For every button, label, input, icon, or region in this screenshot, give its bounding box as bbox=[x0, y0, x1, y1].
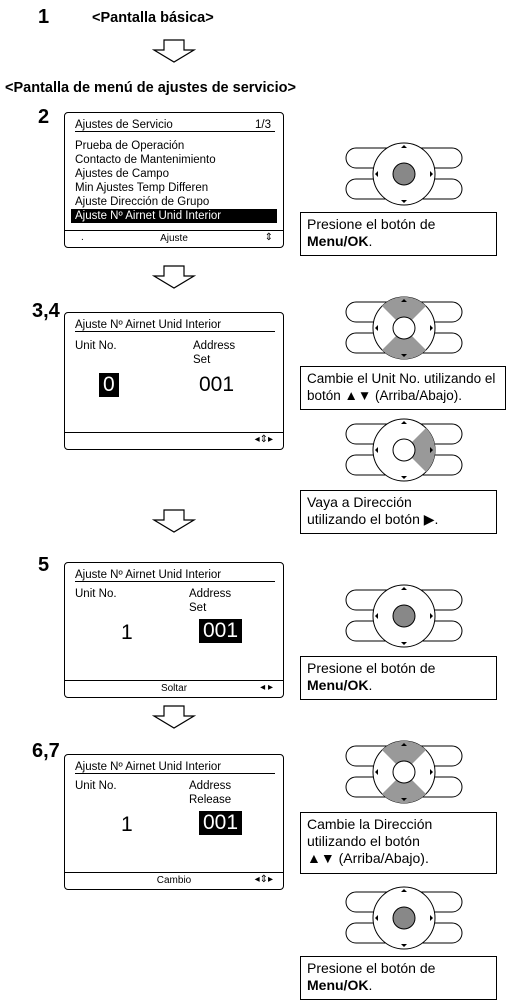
lcd-airnet-address-step34: Ajuste Nº Airnet Unid Interior Unit No. … bbox=[64, 312, 284, 450]
unit-no-value[interactable]: 1 bbox=[121, 621, 133, 644]
note-line2: utilizando el botón ▶. bbox=[307, 511, 439, 527]
note-bold: Menu/OK bbox=[307, 233, 369, 249]
mode-label: Set bbox=[189, 602, 207, 614]
remote-buttons-icon bbox=[345, 886, 463, 950]
menu-item-group-address[interactable]: Ajuste Dirección de Grupo bbox=[75, 196, 210, 208]
note-bold: Menu/OK bbox=[307, 677, 369, 693]
down-arrow-3 bbox=[153, 509, 195, 533]
left-right-arrow-icon: ◂ ▸ bbox=[260, 682, 273, 693]
footer-label: Ajuste bbox=[160, 233, 188, 244]
remote-buttons-updown-icon bbox=[345, 296, 463, 360]
note-suffix: . bbox=[368, 233, 373, 249]
four-way-arrow-icon: ◂⇕▸ bbox=[254, 434, 273, 445]
lcd-footer: Cambio ◂⇕▸ bbox=[65, 872, 283, 889]
address-label: Address bbox=[189, 780, 232, 792]
lcd-footer: Soltar ◂ ▸ bbox=[65, 680, 283, 697]
remote-buttons-icon bbox=[345, 584, 463, 648]
lcd-title: Ajuste Nº Airnet Unid Interior bbox=[75, 319, 275, 332]
lcd-title-text: Ajustes de Servicio bbox=[75, 119, 173, 131]
footer-label: Cambio bbox=[156, 875, 192, 886]
menu-item-maintenance-contact[interactable]: Contacto de Mantenimiento bbox=[75, 154, 216, 166]
address-value[interactable]: 001 bbox=[199, 619, 243, 643]
note-text: Presione el botón de bbox=[307, 960, 436, 976]
instruction-note-step3: Cambie el Unit No. utilizando el botón ▲… bbox=[300, 366, 506, 410]
instruction-note-step6: Cambie la Dirección utilizando el botón … bbox=[300, 812, 497, 874]
unit-no-label: Unit No. bbox=[75, 780, 117, 792]
step-number-2: 2 bbox=[38, 106, 50, 128]
service-menu-header: <Pantalla de menú de ajustes de servicio… bbox=[5, 80, 296, 96]
remote-buttons-updown-icon bbox=[345, 740, 463, 804]
down-arrow-1 bbox=[153, 39, 195, 63]
address-value[interactable]: 001 bbox=[199, 373, 235, 396]
remote-buttons-icon bbox=[345, 142, 463, 206]
note-line2: utilizando el botón bbox=[307, 833, 420, 849]
mode-label: Release bbox=[189, 794, 232, 806]
address-label: Address bbox=[193, 340, 236, 352]
note-line3: ▲▼ (Arriba/Abajo). bbox=[307, 850, 429, 866]
footer-dot: . bbox=[81, 232, 84, 243]
note-text: Presione el botón de bbox=[307, 660, 436, 676]
step-number-3-4: 3,4 bbox=[32, 300, 60, 322]
step-number-1: 1 bbox=[38, 6, 50, 28]
mode-label: Set bbox=[193, 354, 211, 366]
step-number-5: 5 bbox=[38, 554, 50, 576]
down-arrow-4 bbox=[153, 705, 195, 729]
note-line1: Cambie la Dirección bbox=[307, 816, 433, 832]
note-text: Presione el botón de bbox=[307, 216, 436, 232]
instruction-note-step2: Presione el botón de Menu/OK. bbox=[300, 212, 497, 256]
footer-label: Soltar bbox=[160, 683, 188, 694]
menu-item-field-settings[interactable]: Ajustes de Campo bbox=[75, 168, 169, 180]
address-value[interactable]: 001 bbox=[199, 811, 243, 835]
lcd-title: Ajuste Nº Airnet Unid Interior bbox=[75, 761, 275, 774]
lcd-airnet-address-step67: Ajuste Nº Airnet Unid Interior Unit No. … bbox=[64, 754, 284, 890]
instruction-note-step4: Vaya a Dirección utilizando el botón ▶. bbox=[300, 490, 497, 534]
basic-screen-label: <Pantalla básica> bbox=[92, 10, 214, 26]
lcd-title: Ajuste Nº Airnet Unid Interior bbox=[75, 569, 275, 582]
lcd-footer: . Ajuste ⇕ bbox=[65, 230, 283, 247]
note-bold: Menu/OK bbox=[307, 977, 369, 993]
lcd-footer: ◂⇕▸ bbox=[65, 432, 283, 449]
menu-item-test-operation[interactable]: Prueba de Operación bbox=[75, 140, 185, 152]
four-way-arrow-icon: ◂⇕▸ bbox=[254, 874, 273, 885]
unit-no-value[interactable]: 1 bbox=[121, 813, 133, 836]
address-label: Address bbox=[189, 588, 232, 600]
unit-no-label: Unit No. bbox=[75, 340, 117, 352]
step-number-6-7: 6,7 bbox=[32, 740, 60, 762]
page-indicator: 1/3 bbox=[255, 119, 271, 131]
lcd-title: Ajustes de Servicio 1/3 bbox=[75, 119, 275, 132]
note-line1: Vaya a Dirección bbox=[307, 494, 412, 510]
remote-buttons-right-icon bbox=[345, 418, 463, 482]
menu-item-airnet-address-selected[interactable]: Ajuste Nº Airnet Unid Interior bbox=[71, 209, 277, 223]
down-arrow-2 bbox=[153, 265, 195, 289]
note-suffix: . bbox=[368, 677, 373, 693]
instruction-note-step7: Presione el botón de Menu/OK. bbox=[300, 956, 497, 1000]
menu-item-min-temp-diff[interactable]: Min Ajustes Temp Differen bbox=[75, 182, 209, 194]
lcd-airnet-address-step5: Ajuste Nº Airnet Unid Interior Unit No. … bbox=[64, 562, 284, 698]
lcd-service-settings: Ajustes de Servicio 1/3 Prueba de Operac… bbox=[64, 112, 284, 248]
updown-arrow-icon: ⇕ bbox=[264, 232, 273, 243]
instruction-note-step5: Presione el botón de Menu/OK. bbox=[300, 656, 497, 700]
note-suffix: . bbox=[368, 977, 373, 993]
unit-no-label: Unit No. bbox=[75, 588, 117, 600]
unit-no-value[interactable]: 0 bbox=[99, 373, 119, 397]
